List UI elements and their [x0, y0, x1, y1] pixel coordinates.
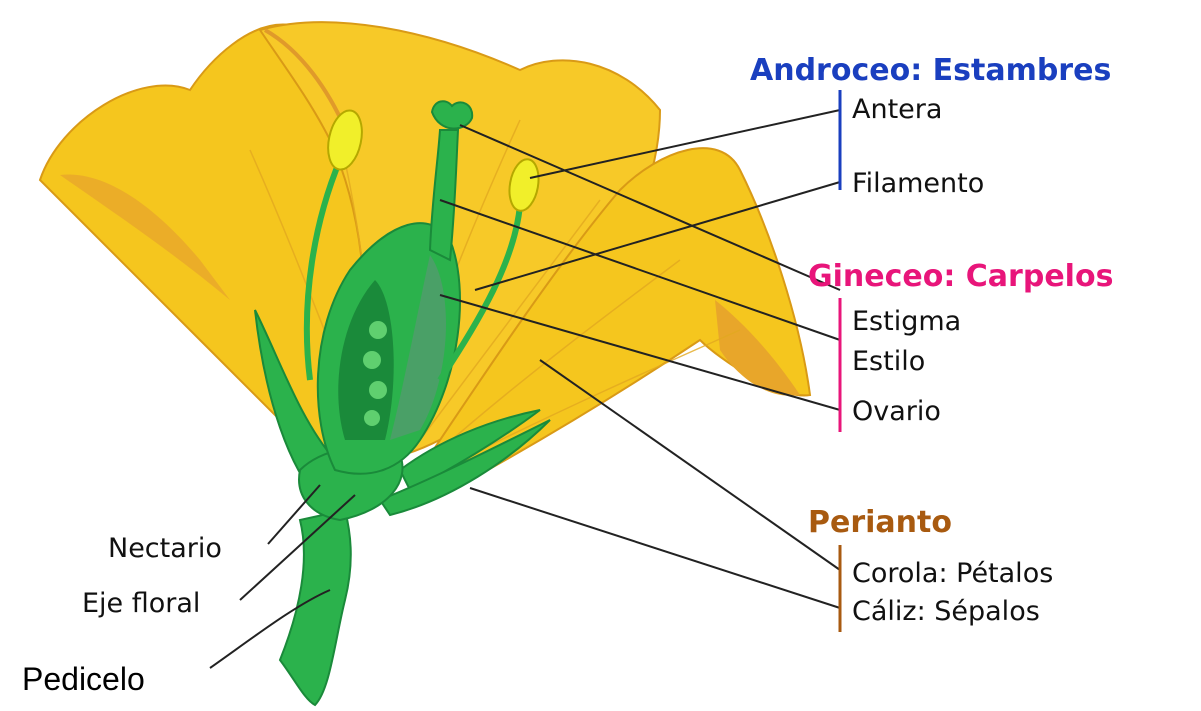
label-pedicelo: Pedicelo	[22, 661, 145, 697]
label-filamento: Filamento	[852, 168, 984, 199]
label-ovario: Ovario	[852, 396, 941, 427]
perianto-title: Perianto	[808, 505, 952, 540]
gineceo-title: Gineceo: Carpelos	[808, 259, 1113, 294]
label-antera: Antera	[852, 94, 942, 125]
label-nectario: Nectario	[108, 533, 222, 564]
label-eje-floral: Eje floral	[82, 588, 200, 619]
label-caliz: Cáliz: Sépalos	[852, 596, 1040, 627]
label-corola: Corola: Pétalos	[852, 558, 1053, 589]
label-estigma: Estigma	[852, 306, 961, 337]
label-estilo: Estilo	[852, 346, 925, 377]
pedicel-stem	[280, 510, 351, 705]
androceo-title: Androceo: Estambres	[750, 53, 1111, 88]
